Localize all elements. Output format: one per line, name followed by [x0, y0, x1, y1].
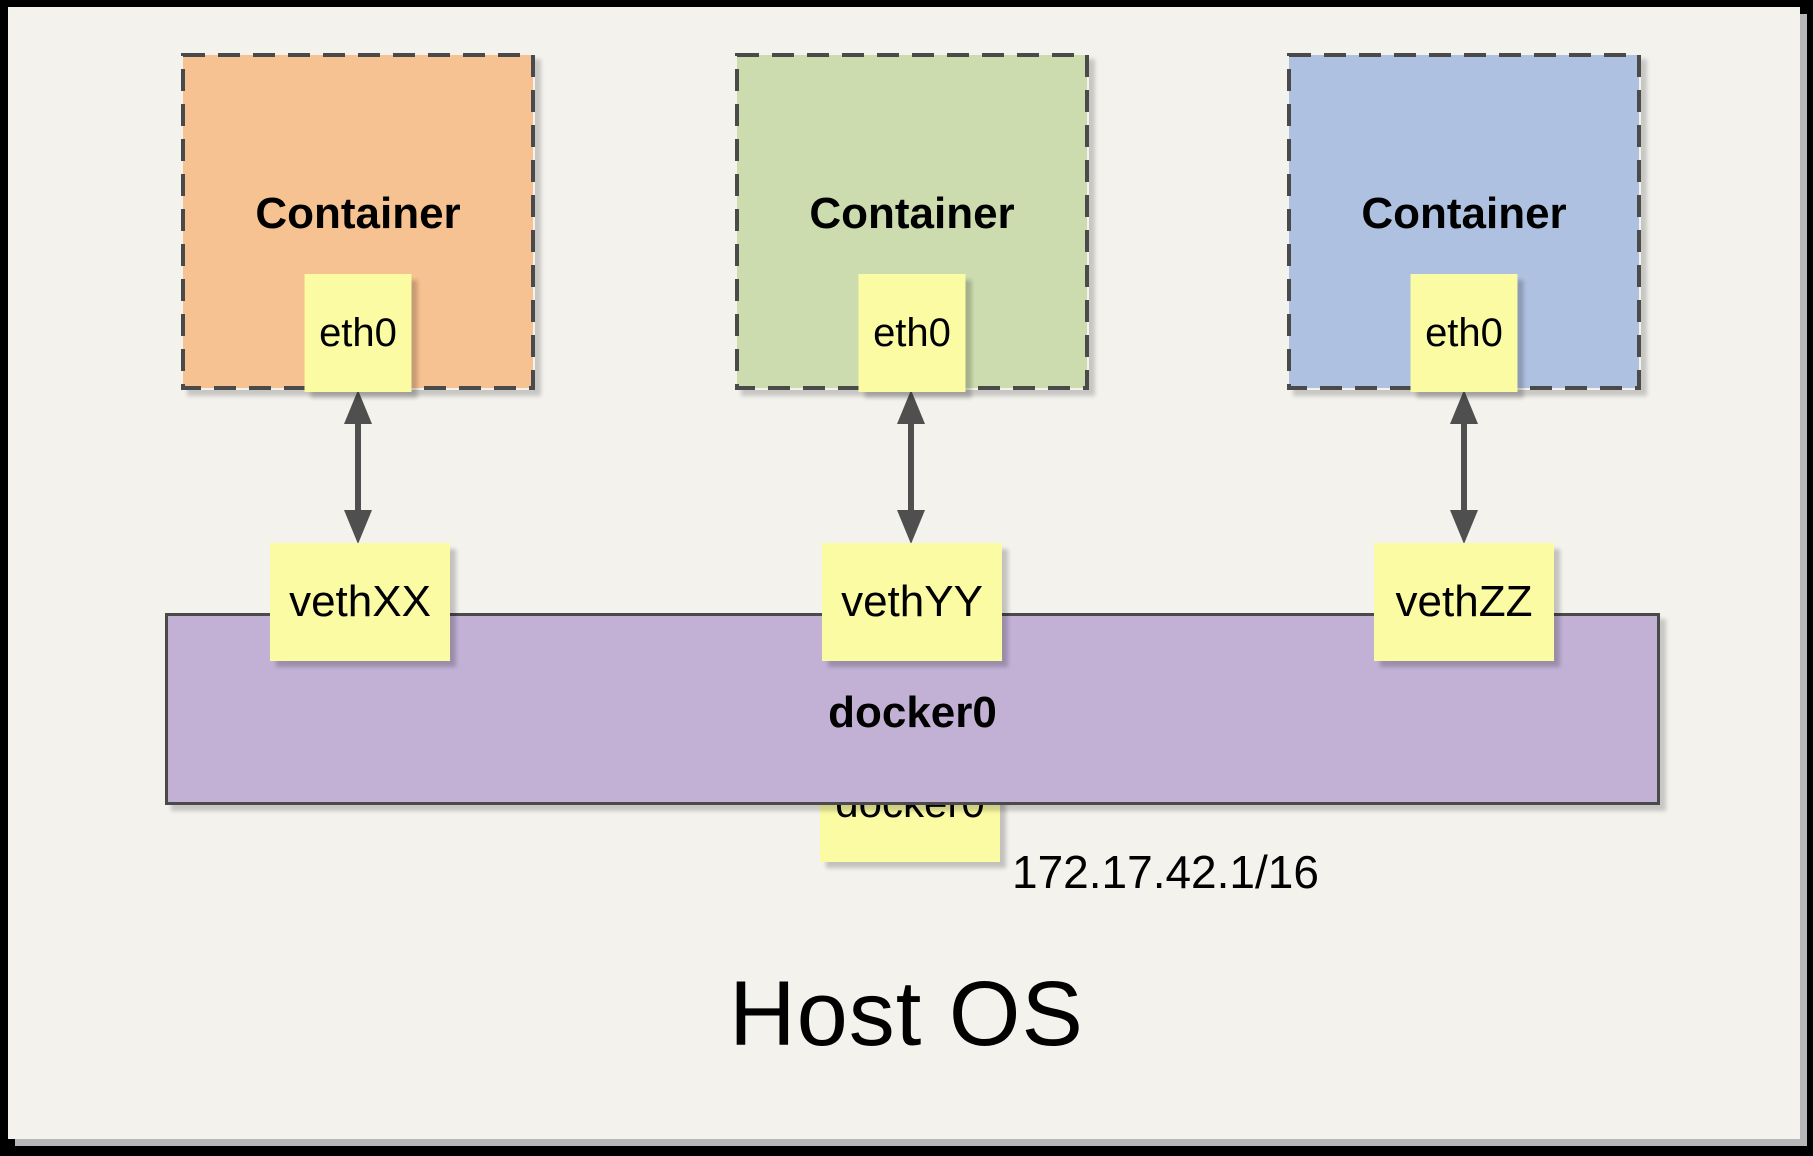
container-label: Container [255, 189, 461, 238]
vethyy-label: vethYY [841, 577, 983, 626]
veth-connection-arrow-icon [344, 390, 372, 544]
eth0-interface-box: eth0 [858, 274, 966, 392]
host-os-label: Host OS [729, 963, 1084, 1065]
vethzz-interface-box: vethZZ [1374, 543, 1554, 661]
container-box-1: Container eth0 [181, 53, 535, 392]
vethyy-interface-box: vethYY [822, 543, 1002, 661]
vethxx-label: vethXX [289, 577, 431, 626]
docker0-bridge-label: docker0 [828, 688, 997, 737]
eth0-label: eth0 [1425, 310, 1503, 355]
container-label: Container [1361, 189, 1567, 238]
eth0-label: eth0 [873, 310, 951, 355]
container-box-2: Container eth0 [735, 53, 1089, 392]
veth-connection-arrow-icon [1450, 390, 1478, 544]
container-label: Container [809, 189, 1015, 238]
vethzz-label: vethZZ [1395, 577, 1533, 626]
eth0-interface-box: eth0 [1410, 274, 1518, 392]
eth0-interface-box: eth0 [304, 274, 412, 392]
bridge-ip-label: 172.17.42.1/16 [1012, 846, 1319, 898]
veth-connection-arrow-icon [897, 390, 925, 544]
container-box-3: Container eth0 [1287, 53, 1641, 392]
eth0-label: eth0 [319, 310, 397, 355]
vethxx-interface-box: vethXX [270, 543, 450, 661]
